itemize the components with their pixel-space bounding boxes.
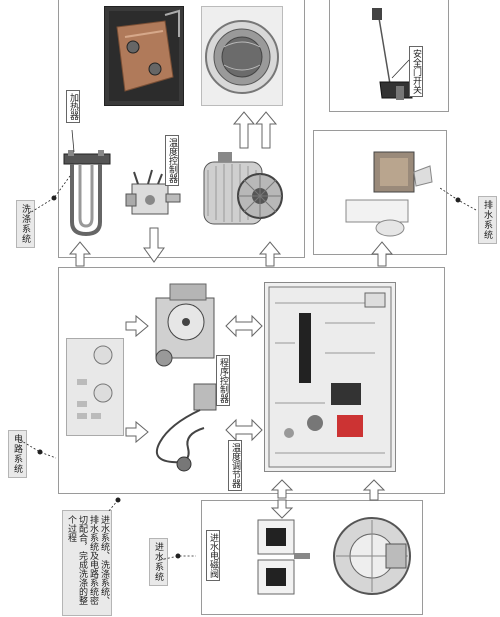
inlet-system-tag: 进水系统 bbox=[149, 538, 168, 586]
inlet-valve-drawing bbox=[257, 519, 310, 595]
heater-label: 加热器 bbox=[66, 90, 80, 123]
control-panel-photo bbox=[66, 338, 124, 436]
water-level-switch-drawing bbox=[333, 517, 411, 595]
program-controller-drawing bbox=[155, 283, 215, 367]
door-switch-label: 安全门开关 bbox=[409, 46, 423, 97]
circuit-board-drawing bbox=[268, 286, 392, 468]
door-switch-drawing bbox=[372, 8, 413, 100]
program-controller-label: 程序控制器 bbox=[216, 355, 230, 406]
circuit-board-photo bbox=[264, 282, 396, 472]
heater-drawing bbox=[63, 150, 111, 237]
motor-drawing bbox=[203, 152, 283, 225]
drain-system-tag: 排水系统 bbox=[478, 196, 497, 244]
heater-bracket-drawing bbox=[109, 9, 180, 101]
drain-pump-drawing bbox=[345, 151, 433, 237]
circuit-system-tag: 电路系统 bbox=[8, 430, 27, 478]
drum-photo bbox=[201, 6, 283, 106]
heater-bracket-photo bbox=[104, 6, 184, 106]
temp-regulator-drawing bbox=[156, 383, 217, 472]
temp-controller-drawing bbox=[125, 169, 181, 215]
control-panel-drawing bbox=[77, 345, 113, 419]
drum-drawing bbox=[205, 20, 279, 94]
summary-note: 进水系统、洗涤系统、排水系统及电路系统密切配合，完成洗涤的整个过程 bbox=[62, 510, 112, 616]
temp-controller-label: 温度控制器 bbox=[165, 135, 179, 186]
wash-system-tag: 洗涤系统 bbox=[16, 200, 35, 248]
inlet-valve-label: 进水电磁阀 bbox=[206, 530, 220, 581]
temp-regulator-label: 温度调节器 bbox=[228, 440, 242, 491]
